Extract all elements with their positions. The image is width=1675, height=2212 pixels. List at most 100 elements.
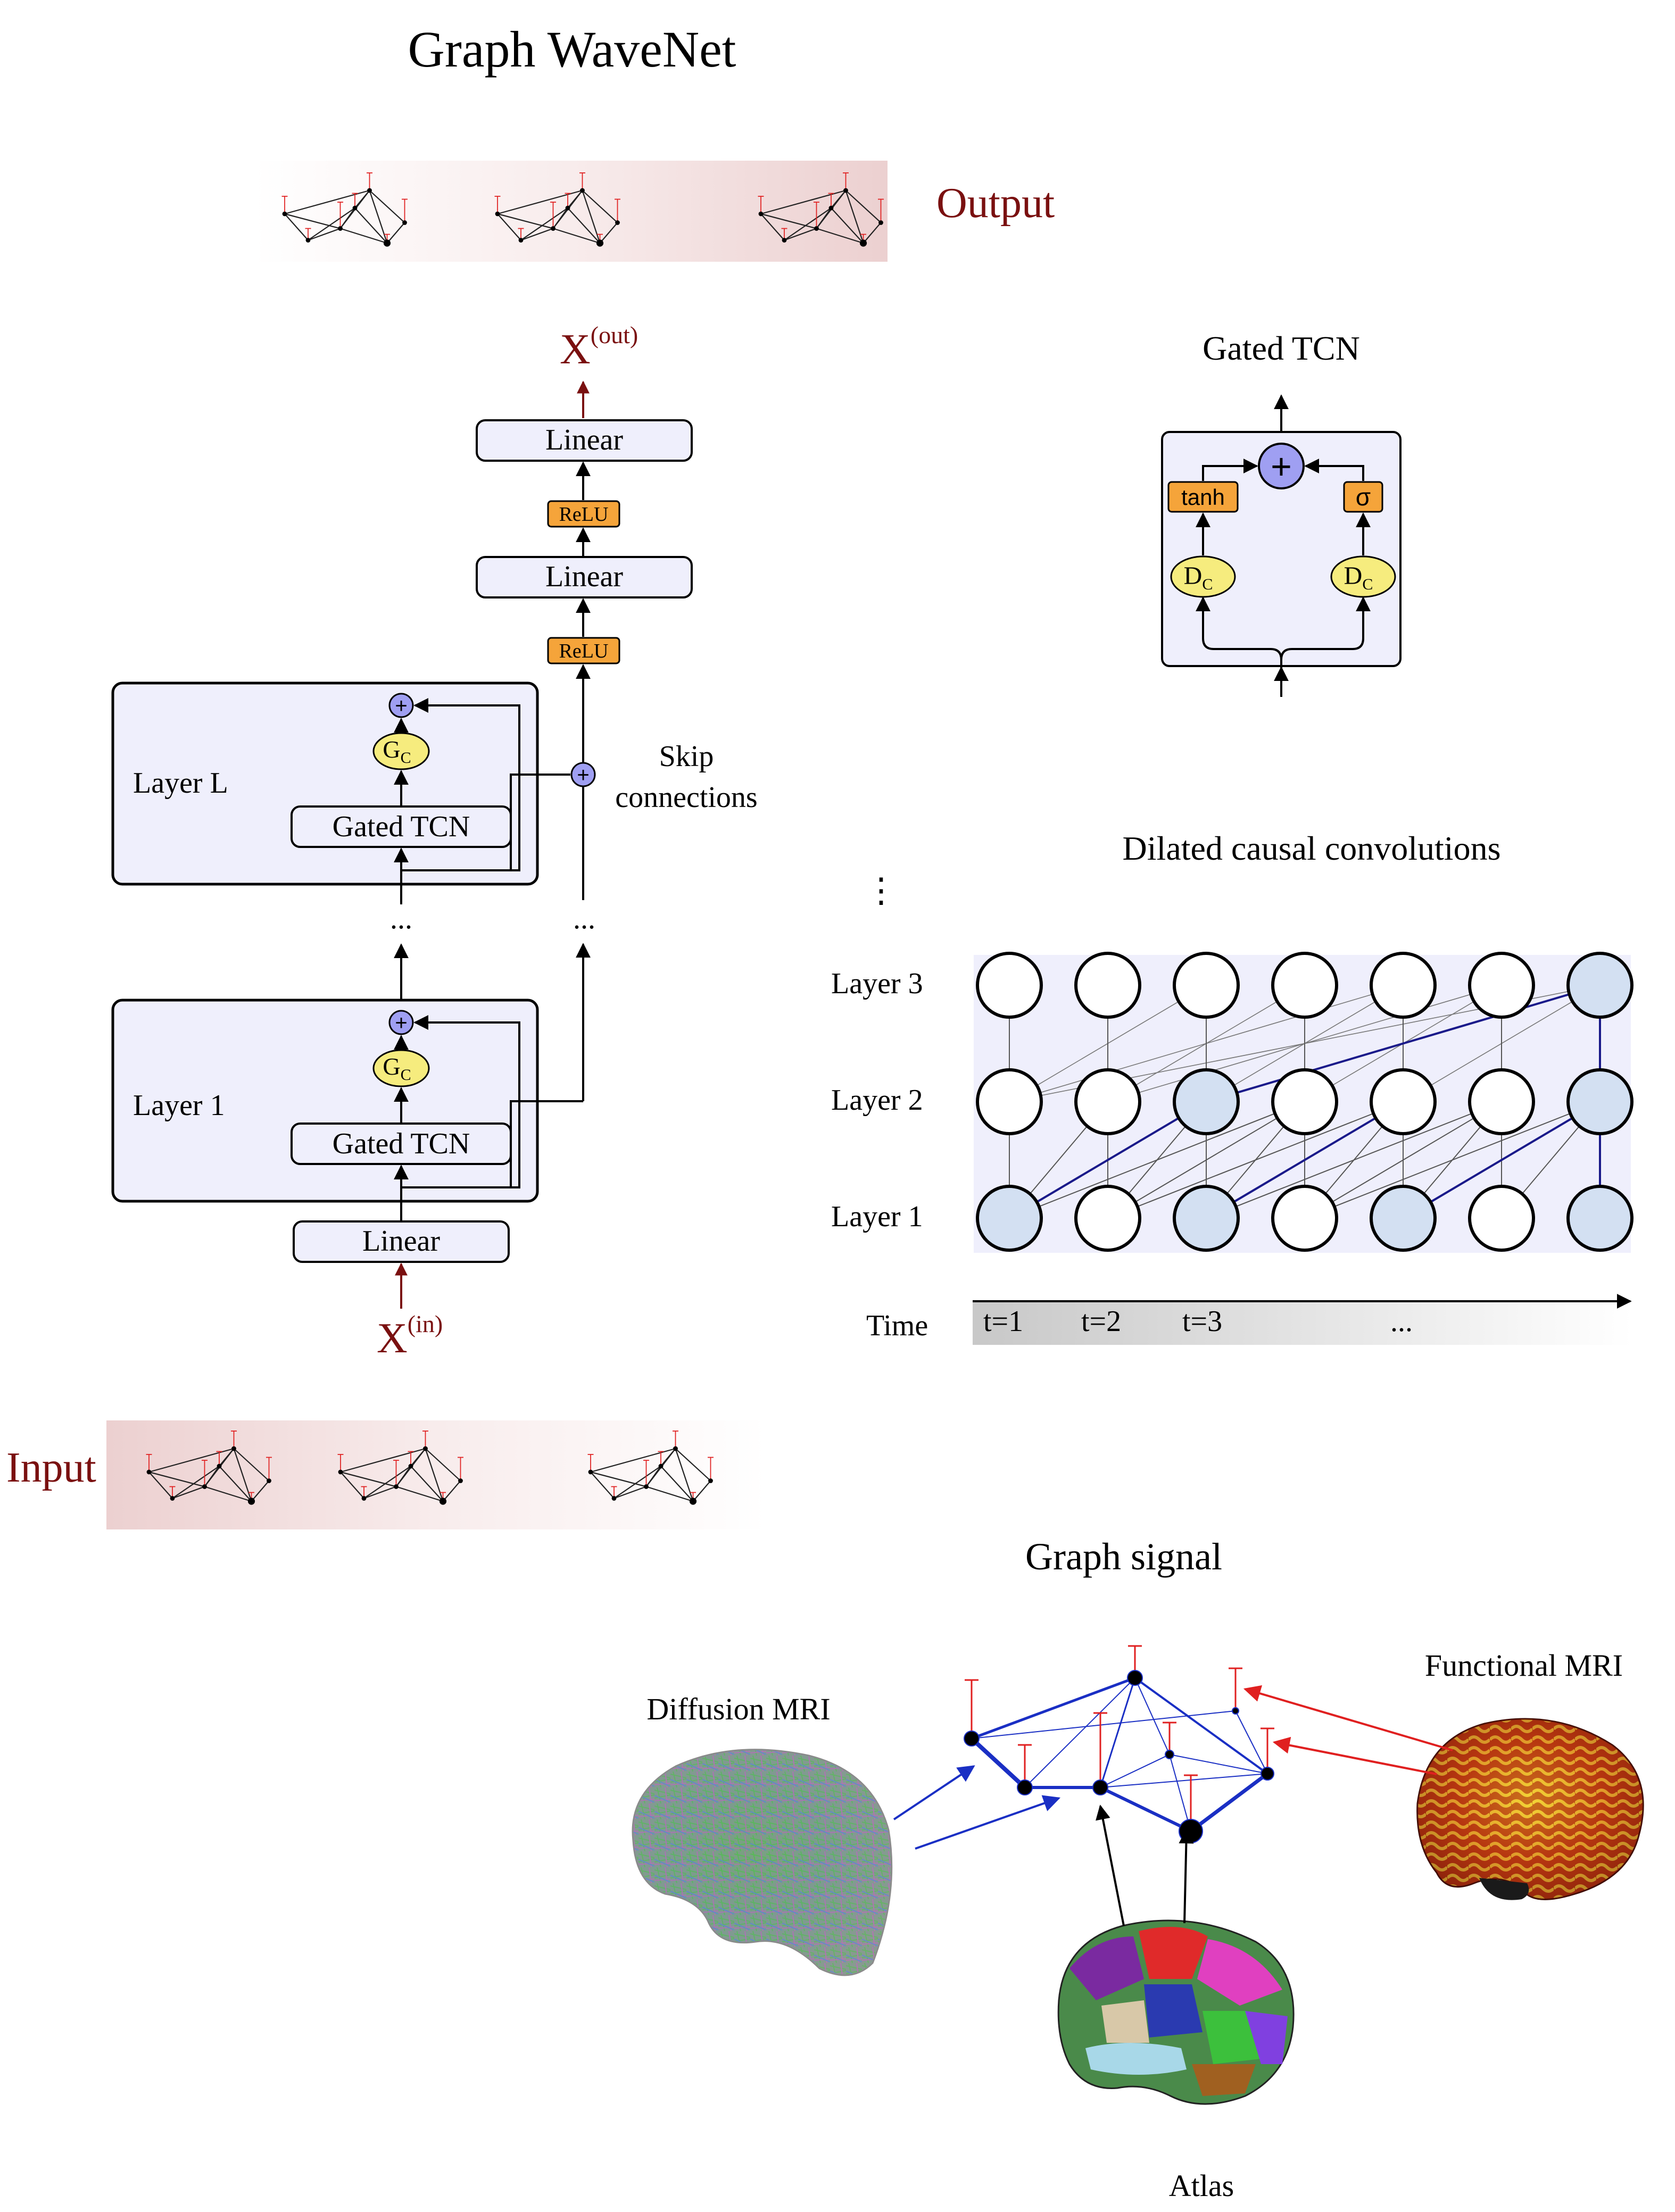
path-l1-l2-2-4: [1205, 1101, 1404, 1219]
relu-label-bottom: ReLU: [559, 640, 609, 662]
dilated-node-layer3-t1: [976, 952, 1043, 1019]
input-split-path: [1202, 599, 1364, 697]
atlas-arrow-1: [1096, 1804, 1125, 1926]
tanh-label: tanh: [1181, 485, 1225, 510]
gc-label-layer-l: GC: [383, 736, 411, 767]
linear-box-middle: [476, 556, 693, 598]
functional-arrow-2: [1272, 1736, 1437, 1775]
linear-box-top: [476, 419, 693, 462]
input-label: Input: [6, 1444, 96, 1491]
residual-sum-layer-l: [388, 693, 414, 718]
time-tick-2: t=2: [1081, 1305, 1121, 1338]
dc-label-right: DC: [1344, 562, 1373, 593]
graph-edge-c-f: [1099, 1786, 1192, 1833]
time-label: Time: [866, 1309, 928, 1342]
skip-label-line2: connections: [615, 781, 757, 814]
svg-text:X(out): X(out): [560, 321, 638, 373]
time-tick-1: t=1: [983, 1305, 1023, 1338]
residual-path-layer-1: [401, 1015, 520, 1188]
functional-arrow-1: [1243, 1685, 1453, 1751]
dilated-layer-label-1: Layer 1: [831, 1200, 923, 1233]
graph-edge-a-b: [970, 1737, 1026, 1789]
dilated-node-layer2-t1: [976, 1068, 1043, 1135]
graph-edge-a-d: [971, 1676, 1135, 1740]
atlas-brain-image: [1057, 1919, 1295, 2105]
skip-sum-plus: +: [577, 763, 589, 787]
diffusion-arrow-1: [893, 1765, 975, 1820]
x-out-label: X(out): [560, 321, 638, 373]
linear-label-top: Linear: [545, 423, 623, 456]
diffusion-mri-label: Diffusion MRI: [646, 1692, 830, 1726]
path-l2-l3-2-6: [1206, 984, 1601, 1103]
figure-title: Graph WaveNet: [408, 21, 736, 78]
linear-box-bottom: [293, 1220, 510, 1263]
dilated-node-layer3-t5: [1370, 952, 1437, 1019]
gated-tcn-panel-title: Gated TCN: [1203, 329, 1360, 367]
graph-thumbnail-out-1: [281, 172, 408, 247]
dilated-node-layer3-t6: [1468, 952, 1535, 1019]
dilated-node-layer2-t6: [1468, 1068, 1535, 1135]
gc-label-layer-1: GC: [383, 1053, 411, 1084]
linear-label-middle: Linear: [545, 560, 623, 593]
graph-edge-e-f: [1169, 1754, 1191, 1832]
layer-ellipsis: ...: [390, 902, 412, 935]
dilated-node-layer2-t2: [1074, 1068, 1141, 1135]
dc-label-left: DC: [1184, 562, 1213, 593]
atlas-arrow-2: [1179, 1828, 1194, 1924]
graph-node-c: [1092, 1779, 1108, 1795]
graph-edge-d-e: [1134, 1677, 1170, 1755]
graph-thumbnail-in-1: [146, 1431, 272, 1505]
graph-edge-b-d: [1024, 1677, 1135, 1788]
sigma-box: [1343, 481, 1383, 513]
dilated-panel-title: Dilated causal convolutions: [1123, 829, 1501, 867]
time-ellipsis: ...: [1390, 1305, 1413, 1338]
dilated-node-layer1-t5: [1370, 1185, 1437, 1252]
dilated-node-layer3-t2: [1074, 952, 1141, 1019]
input-band: [106, 1420, 766, 1529]
dilated-layer-label-2: Layer 2: [831, 1084, 923, 1117]
output-label: Output: [936, 180, 1055, 227]
graph-edge-f-g: [1189, 1772, 1269, 1833]
gated-tcn-label-layer-1: Gated TCN: [333, 1127, 470, 1160]
dilated-node-layer2-t7: [1566, 1068, 1633, 1135]
gated-tcn-panel-sum: [1258, 443, 1305, 489]
graph-node-g: [1261, 1767, 1274, 1781]
functional-mri-brain-image: [1416, 1718, 1644, 1900]
graph-node-d: [1127, 1670, 1143, 1686]
path-l1-l2-4-6: [1402, 1101, 1601, 1219]
gated-tcn-label-layer-l: Gated TCN: [333, 810, 470, 843]
x-in-label: X(in): [377, 1310, 443, 1362]
time-tick-3: t=3: [1182, 1305, 1222, 1338]
atlas-label: Atlas: [1169, 2168, 1234, 2203]
dilated-node-layer3-t3: [1173, 952, 1240, 1019]
sigma-label: σ: [1356, 483, 1371, 511]
graph-thumbnail-out-2: [494, 172, 621, 247]
graph-node-h: [1232, 1707, 1239, 1715]
graph-edge-a-h: [971, 1710, 1236, 1739]
graph-signal-network: [964, 1645, 1274, 1843]
dilated-node-layer1-t4: [1271, 1185, 1338, 1252]
skip-ellipsis: ...: [573, 902, 595, 935]
skip-out-layer-l: [510, 774, 570, 870]
dilated-node-layer1-t2: [1074, 1185, 1141, 1252]
relu-box-top: [547, 500, 620, 528]
graph-node-f: [1179, 1819, 1203, 1843]
graph-edge-d-c: [1099, 1677, 1136, 1788]
path-l1-l2-0-2: [1008, 1101, 1207, 1219]
dilated-node-layer1-t6: [1468, 1185, 1535, 1252]
graph-node-e: [1165, 1750, 1174, 1759]
graph-signal-title: Graph signal: [1025, 1535, 1222, 1578]
functional-mri-label: Functional MRI: [1425, 1648, 1623, 1683]
arrow-sigma-to-sum: [1304, 459, 1364, 481]
dilated-node-layer1-t7: [1566, 1185, 1633, 1252]
dilated-vdots: ⋮: [864, 871, 898, 909]
svg-text:X(in): X(in): [377, 1310, 443, 1362]
residual-plus-layer-1: +: [395, 1011, 407, 1035]
dilated-nodes: [976, 952, 1633, 1252]
diffusion-arrow-2: [915, 1795, 1061, 1850]
time-band: [973, 1302, 1632, 1345]
output-graph-thumbnails: [281, 172, 884, 247]
residual-sum-layer-1: [388, 1010, 414, 1035]
dilated-node-layer1-t3: [1173, 1185, 1240, 1252]
